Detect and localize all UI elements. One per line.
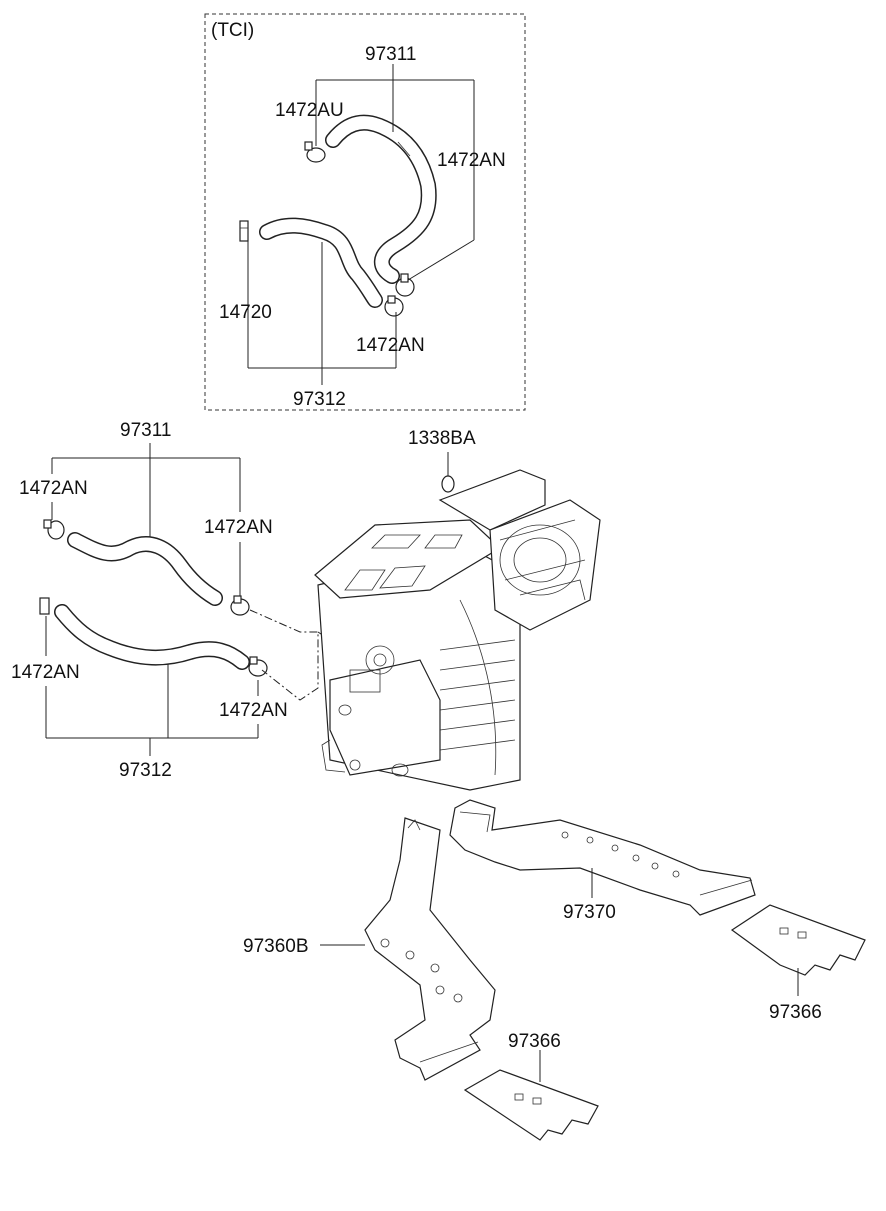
tci-connector (239, 220, 249, 242)
tci-hose-upper-label: 97311 (365, 44, 416, 65)
tci-clamp-right-label: 1472AN (437, 150, 506, 171)
duct-rear-right (449, 799, 756, 916)
outlet-left-label: 97366 (508, 1031, 561, 1052)
tci-leaders (247, 64, 475, 385)
tci-upper-hose (325, 114, 437, 284)
tci-connector-label: 14720 (219, 302, 272, 323)
main-lower-hose (54, 604, 250, 670)
duct-rear-right-label: 97370 (563, 902, 616, 923)
main-clamp-left-upper (43, 519, 65, 540)
outlet-right-label: 97366 (769, 1002, 822, 1023)
main-clamp-right-lower (248, 656, 268, 677)
outlet-right (730, 904, 866, 976)
heater-unit (314, 469, 601, 791)
main-clamp-left-lower-label: 1472AN (11, 662, 80, 683)
main-clamp-right-upper-label: 1472AN (204, 517, 273, 538)
duct-rear-left-label: 97360B (243, 936, 309, 957)
main-hose-lower-label: 97312 (119, 760, 172, 781)
main-upper-hose (67, 532, 223, 606)
main-clamp-right-upper (230, 595, 250, 616)
tci-clamp-right (395, 273, 415, 297)
tci-dashed-box (204, 13, 526, 411)
nut (441, 475, 455, 493)
main-hose-upper-label: 97311 (120, 420, 171, 441)
duct-rear-left (364, 817, 496, 1081)
nut-label: 1338BA (408, 428, 476, 449)
main-leaders (45, 443, 259, 756)
tci-hose-lower-label: 97312 (293, 389, 346, 410)
tci-clamp-au-label: 1472AU (275, 100, 344, 121)
tci-lower-hose (259, 217, 383, 308)
outlet-left (463, 1069, 599, 1141)
tci-clamp-au (304, 141, 326, 163)
main-connector (39, 597, 50, 615)
main-clamp-right-lower-label: 1472AN (219, 700, 288, 721)
tci-box-label: (TCI) (211, 20, 254, 41)
tci-clamp-lower-label: 1472AN (356, 335, 425, 356)
tci-clamp-lower (384, 295, 404, 317)
main-clamp-left-upper-label: 1472AN (19, 478, 88, 499)
